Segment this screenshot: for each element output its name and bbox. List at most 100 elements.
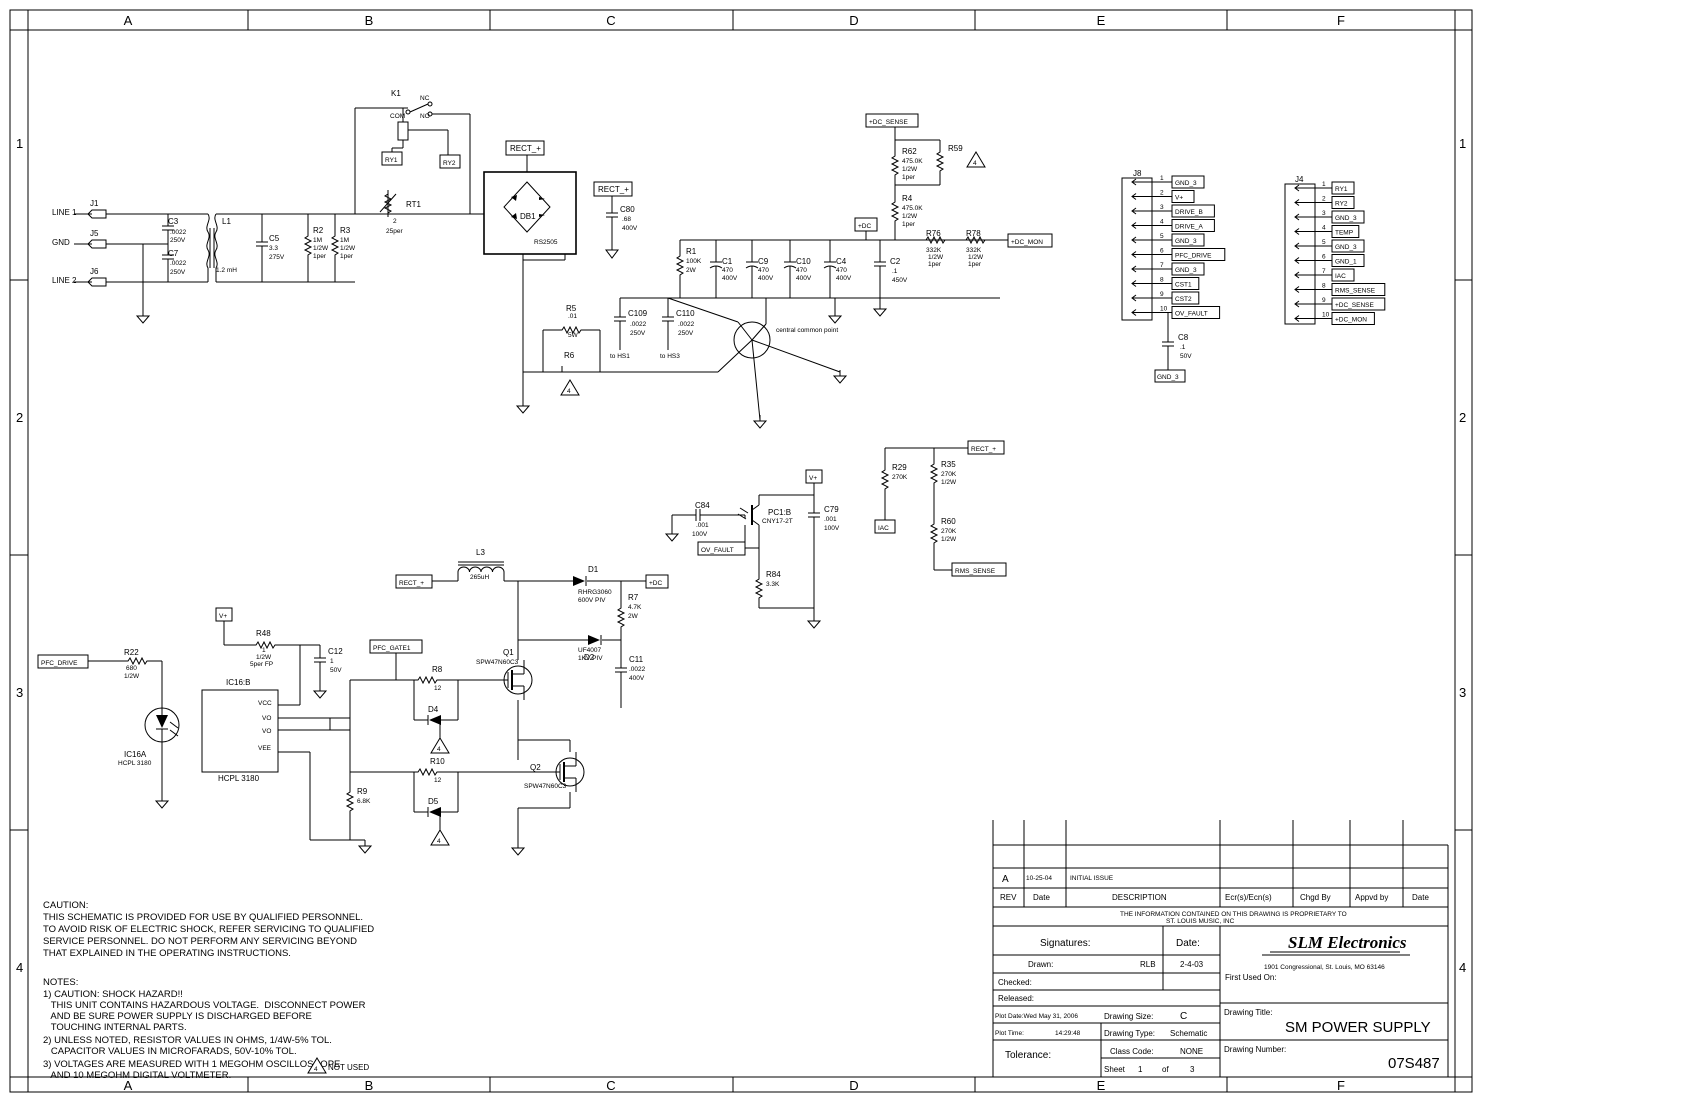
j4-pin-number: 7 [1322, 268, 1326, 275]
hdr-chgd: Chgd By [1300, 893, 1331, 902]
drawing-title-label: Drawing Title: [1224, 1008, 1272, 1017]
j8-net-box [1171, 190, 1195, 203]
ov-fault-section: V+ C84 .001 100V PC1:B CNY17-2T C79 [665, 469, 840, 629]
ic16b-body [201, 689, 279, 773]
k1-no: NO [420, 113, 430, 120]
j8-net-label: OV_FAULT [1175, 311, 1208, 318]
db1-v1: RS2505 [534, 239, 558, 246]
caution-title: CAUTION: [43, 900, 88, 911]
j8-pin-number: 5 [1160, 233, 1164, 240]
r22-v1: 680 [126, 665, 137, 672]
r3-ref: R3 [340, 226, 351, 235]
r1-ref: R1 [686, 247, 697, 256]
c4-v1: 470 [836, 267, 847, 274]
class-code: NONE [1180, 1047, 1203, 1056]
caution-line-2: TO AVOID RISK OF ELECTRIC SHOCK, REFER S… [43, 924, 374, 935]
r3-v2: 1/2W [340, 245, 356, 252]
q1-mosfet [503, 660, 533, 700]
r2-v2: 1/2W [313, 245, 329, 252]
d4-flag: 4 [437, 746, 441, 753]
r48-ref: R48 [256, 629, 271, 638]
j4-net-label: +DC_SENSE [1335, 302, 1374, 309]
c8-v1: .1 [1180, 344, 1186, 351]
r48-v3: 5per FP [250, 661, 273, 668]
notes-section: CAUTION: THIS SCHEMATIC IS PROVIDED FOR … [43, 900, 374, 1081]
rect-plus-netlabel-2 [593, 181, 633, 197]
central-label: central common point [776, 327, 838, 334]
rect-plus-netlabel-3 [967, 440, 1005, 455]
tolerance-label: Tolerance: [1005, 1050, 1051, 1061]
hdr-appvd: Appvd by [1355, 893, 1388, 902]
j4-net-label: RY1 [1335, 186, 1348, 193]
ic16b-ref: IC16:B [226, 678, 250, 687]
r59-flag: 4 [973, 160, 977, 167]
j4-net-box [1331, 312, 1375, 325]
l3-ref: L3 [476, 548, 485, 557]
j4-net-box [1331, 196, 1355, 209]
c10-ref: C10 [796, 257, 811, 266]
zone-col-a: A [124, 13, 133, 28]
c10-v2: 400V [796, 275, 812, 282]
ry1-net: RY1 [385, 157, 398, 164]
q1-v1: SPW47N60C3 [476, 659, 519, 666]
d1-diode [573, 576, 587, 586]
zone-col-c-bottom: C [606, 1078, 615, 1093]
zone-row-2: 2 [16, 410, 23, 425]
j8-pin-number: 10 [1160, 306, 1168, 313]
j4-net-label: RY2 [1335, 201, 1348, 208]
d2-ref: D2 [584, 653, 595, 662]
ov-fault-net-1: OV_FAULT [701, 547, 734, 554]
zone-row-1: 1 [16, 136, 23, 151]
rect-plus-netlabel-1 [505, 140, 545, 156]
j8-ref: J8 [1133, 169, 1142, 178]
v-plus-net-2: V+ [219, 613, 227, 620]
c8-capacitor: C8 .1 50V GND_3 [1154, 313, 1192, 383]
hdr-date2: Date [1412, 893, 1429, 902]
j8-pin-2: 2V+ [1131, 190, 1195, 203]
rt1-ref: RT1 [406, 200, 422, 209]
proprietary-line-1: THE INFORMATION CONTAINED ON THIS DRAWIN… [1120, 911, 1347, 918]
ry1-netlabel [381, 151, 403, 166]
c79-v2: 100V [824, 525, 840, 532]
c80-ref: C80 [620, 205, 635, 214]
note-line-3: AND BE SURE POWER SUPPLY IS DISCHARGED B… [43, 1011, 312, 1022]
zone-col-a-bottom: A [124, 1078, 133, 1093]
drawing-size-label: Drawing Size: [1104, 1012, 1153, 1021]
pc1-phototransistor [737, 504, 760, 526]
gnd3-net-c8: GND_3 [1157, 374, 1179, 381]
d2-diode [588, 635, 602, 645]
d2-v2: 1KV PIV [578, 655, 603, 662]
r4-v1: 475.0K [902, 205, 923, 212]
c3-v2: 250V [170, 237, 186, 244]
j8-net-box [1171, 291, 1200, 305]
note-line-6: CAPACITOR VALUES IN MICROFARADS, 50V-10%… [43, 1046, 297, 1057]
j4-pin-number: 4 [1322, 225, 1326, 232]
proprietary-line-2: ST. LOUIS MUSIC, INC [1166, 918, 1235, 925]
sheet-num: 1 [1138, 1065, 1143, 1074]
r76-v3: 1per [928, 261, 942, 268]
note-line-4: TOUCHING INTERNAL PARTS. [43, 1022, 187, 1033]
j4-net-label: TEMP [1335, 230, 1353, 237]
r60-v2: 1/2W [941, 536, 957, 543]
j8-net-label: PFC_DRIVE [1175, 253, 1212, 260]
ry2-net: RY2 [443, 160, 456, 167]
r8-v1: 12 [434, 685, 442, 692]
l1-choke [206, 213, 218, 282]
ic16a-ref: IC16A [124, 750, 147, 759]
r60-v1: 270K [941, 528, 957, 535]
rev-letter: A [1002, 874, 1009, 885]
gnd3-netlabel-c8 [1154, 369, 1186, 383]
ov-fault-netlabel-1 [697, 541, 746, 556]
r10-v1: 12 [434, 777, 442, 784]
rect-plus-net-1: RECT_+ [510, 144, 541, 153]
k1-com: COM [390, 113, 405, 120]
j8-net-box [1171, 277, 1200, 290]
ic16b-vo1: VO [262, 715, 271, 722]
drawing-number-label: Drawing Number: [1224, 1045, 1286, 1054]
r78-v2: 1/2W [968, 254, 984, 261]
